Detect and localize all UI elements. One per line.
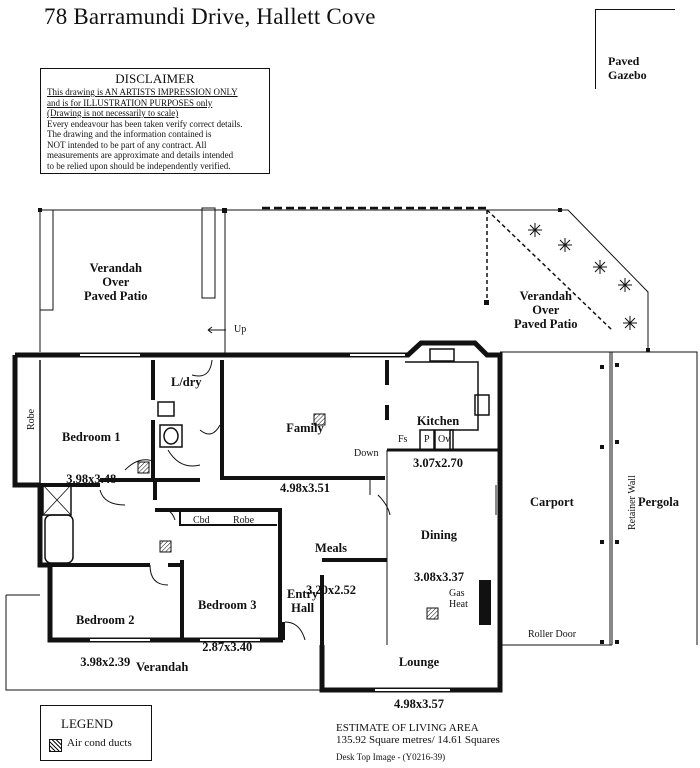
carport-label: Carport [530,495,574,509]
gazebo-label: Paved Gazebo [608,54,647,82]
kitchen-dim: 3.07x2.70 [413,456,463,470]
fridge-space-label: Fs [398,434,408,445]
lounge-dim: 4.98x3.57 [394,697,444,711]
disclaimer-line: and is for ILLUSTRATION PURPOSES only [47,97,213,108]
page-title: 78 Barramundi Drive, Hallett Cove [44,4,376,29]
paved-gazebo: Paved Gazebo [595,9,675,89]
disclaimer-line: (Drawing is not necessarily to scale) [47,108,179,118]
robe1-label: Robe [26,408,37,430]
verandah-left-label: Verandah Over Paved Patio [84,261,148,303]
bedroom1-label: Bedroom 1 3.98x3.48 [62,402,120,500]
bedroom3-dim: 2.87x3.40 [202,640,253,654]
meals-dim: 3.20x2.52 [306,583,356,597]
lounge-label: Lounge 4.98x3.57 [394,627,444,725]
down-label: Down [354,448,379,459]
legend-item-label: Air cond ducts [67,737,132,749]
roller-door-label: Roller Door [528,629,577,640]
robe2-label: Robe [233,515,255,526]
entry-hall-label: Entry Hall [287,587,319,615]
kitchen-name: Kitchen [416,414,460,428]
front-verandah-label: Verandah [136,660,189,674]
disclaimer-line: This drawing is AN ARTISTS IMPRESSION ON… [47,87,238,97]
meals-label: Meals 3.20x2.52 [306,513,356,611]
bedroom3-name: Bedroom 3 [198,598,257,612]
dining-dim: 3.08x3.37 [414,570,464,584]
up-label: Up [234,324,247,335]
disclaimer-line: Every endeavour has been taken verify co… [47,118,243,129]
footer-reference: Desk Top Image - (Y0216-39) [336,752,446,762]
verandah-right-label: Verandah Over Paved Patio [514,289,578,331]
air-cond-duct-swatch [49,739,62,752]
disclaimer-heading: DISCLAIMER [115,71,195,86]
legend-title: LEGEND [61,716,113,731]
bedroom2-label: Bedroom 2 3.98x2.39 [76,585,134,683]
bedroom1-dim: 3.98x3.48 [66,472,117,486]
oven-label: Ov [438,434,451,445]
family-dim: 4.98x3.51 [280,481,330,495]
lounge-name: Lounge [398,655,440,669]
cupboard-label: Cbd [193,515,210,526]
dining-label: Dining 3.08x3.37 [414,500,464,598]
estimate-heading: ESTIMATE OF LIVING AREA [336,722,479,734]
disclaimer-line: The drawing and the information containe… [47,129,212,139]
legend-box: LEGEND Air cond ducts [40,705,152,761]
pantry-label: P [424,434,430,445]
living-area-estimate: ESTIMATE OF LIVING AREA 135.92 Square me… [336,722,500,746]
bedroom2-dim: 3.98x2.39 [80,655,131,669]
dining-name: Dining [420,528,458,542]
disclaimer-box: DISCLAIMER This drawing is AN ARTISTS IM… [40,68,270,174]
gas-heat-label: Gas Heat [449,588,468,610]
laundry-label: L/dry [171,375,202,389]
kitchen-label: Kitchen 3.07x2.70 [413,386,463,484]
disclaimer-line: to be relied upon should be independentl… [47,160,231,171]
family-label: Family 4.98x3.51 [280,393,330,509]
retainer-wall-label: Retainer Wall [627,475,638,530]
pergola-label: Pergola [638,495,679,509]
family-name: Family [286,421,324,435]
bedroom3-label: Bedroom 3 2.87x3.40 [198,570,256,668]
disclaimer-line: NOT intended to be part of any contract.… [47,139,207,150]
disclaimer-line: measurements are approximate and details… [47,150,234,160]
meals-name: Meals [315,541,347,555]
bedroom2-name: Bedroom 2 [76,613,135,627]
estimate-value: 135.92 Square metres/ 14.61 Squares [336,734,500,746]
bedroom1-name: Bedroom 1 [62,430,121,444]
